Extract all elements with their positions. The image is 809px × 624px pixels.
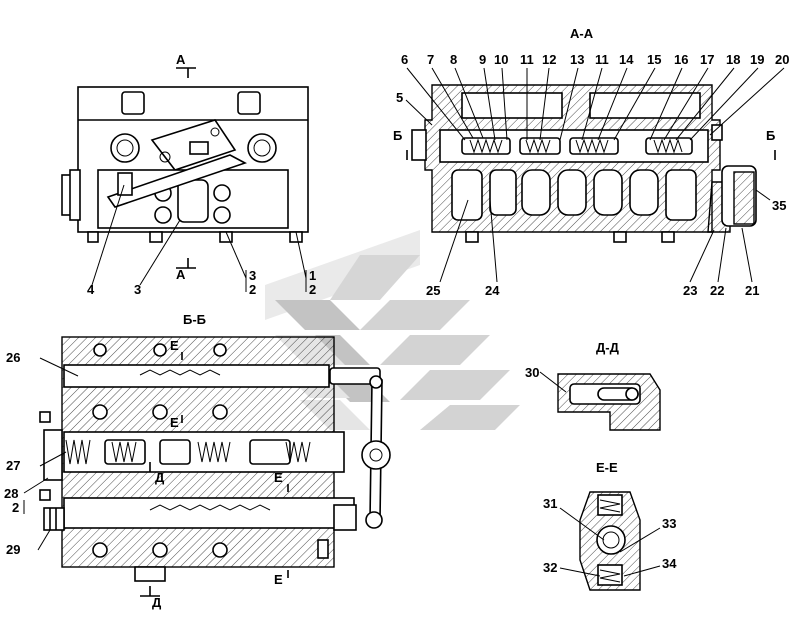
part-label-17: 17 xyxy=(700,52,714,67)
part-label-11: 11 xyxy=(520,52,534,67)
part-label-2: 2 xyxy=(309,282,316,297)
section-dd-view: Д-Д xyxy=(539,340,661,431)
section-mark-e-4: Е xyxy=(274,572,283,587)
section-mark-a-top: А xyxy=(176,52,186,67)
section-mark-e-2: Е xyxy=(170,415,179,430)
part-label-15: 15 xyxy=(647,52,661,67)
part-label-26: 26 xyxy=(6,350,20,365)
part-label-33: 33 xyxy=(662,516,676,531)
section-bb-view: Б-Б xyxy=(23,312,391,610)
part-label-19: 19 xyxy=(750,52,764,67)
part-label-13: 13 xyxy=(570,52,584,67)
part-label-9: 9 xyxy=(479,52,486,67)
section-title-aa: А-А xyxy=(570,26,594,41)
part-label-14: 14 xyxy=(619,52,634,67)
part-label-20: 20 xyxy=(775,52,789,67)
part-label-2-tag: 2 xyxy=(249,282,256,297)
part-label-35: 35 xyxy=(772,198,786,213)
part-label-27: 27 xyxy=(6,458,20,473)
part-label-32: 32 xyxy=(543,560,557,575)
part-label-34: 34 xyxy=(662,556,677,571)
part-label-6: 6 xyxy=(401,52,408,67)
part-label-29: 29 xyxy=(6,542,20,557)
part-label-16: 16 xyxy=(674,52,688,67)
section-ee-view: Е-Е xyxy=(559,460,661,591)
part-label-11b: 11 xyxy=(595,52,609,67)
part-label-10: 10 xyxy=(494,52,508,67)
part-label-12: 12 xyxy=(542,52,556,67)
exterior-view: А А xyxy=(61,52,309,292)
part-label-3-tag: 3 xyxy=(249,268,256,283)
section-mark-e-3: Е xyxy=(274,470,283,485)
part-label-1: 1 xyxy=(309,268,316,283)
part-label-4: 4 xyxy=(87,282,95,297)
part-label-28: 28 xyxy=(4,486,18,501)
section-mark-b-left: Б xyxy=(393,128,402,143)
section-aa-view: А-А xyxy=(393,26,785,283)
part-label-23: 23 xyxy=(683,283,697,298)
part-label-8: 8 xyxy=(450,52,457,67)
part-label-28-2: 2 xyxy=(12,500,19,515)
part-label-7: 7 xyxy=(427,52,434,67)
section-title-ee: Е-Е xyxy=(596,460,618,475)
part-label-18: 18 xyxy=(726,52,740,67)
section-mark-d-1: Д xyxy=(155,470,165,485)
section-mark-d-2: Д xyxy=(152,595,162,610)
part-label-3: 3 xyxy=(134,282,141,297)
section-mark-e-1: Е xyxy=(170,338,179,353)
part-label-21: 21 xyxy=(745,283,759,298)
section-mark-a-bottom: А xyxy=(176,267,186,282)
section-mark-b-right: Б xyxy=(766,128,775,143)
section-title-bb: Б-Б xyxy=(183,312,206,327)
part-label-25: 25 xyxy=(426,283,440,298)
section-title-dd: Д-Д xyxy=(596,340,620,355)
part-label-31: 31 xyxy=(543,496,557,511)
part-label-24: 24 xyxy=(485,283,500,298)
part-label-5: 5 xyxy=(396,90,403,105)
part-label-22: 22 xyxy=(710,283,724,298)
part-label-30: 30 xyxy=(525,365,539,380)
